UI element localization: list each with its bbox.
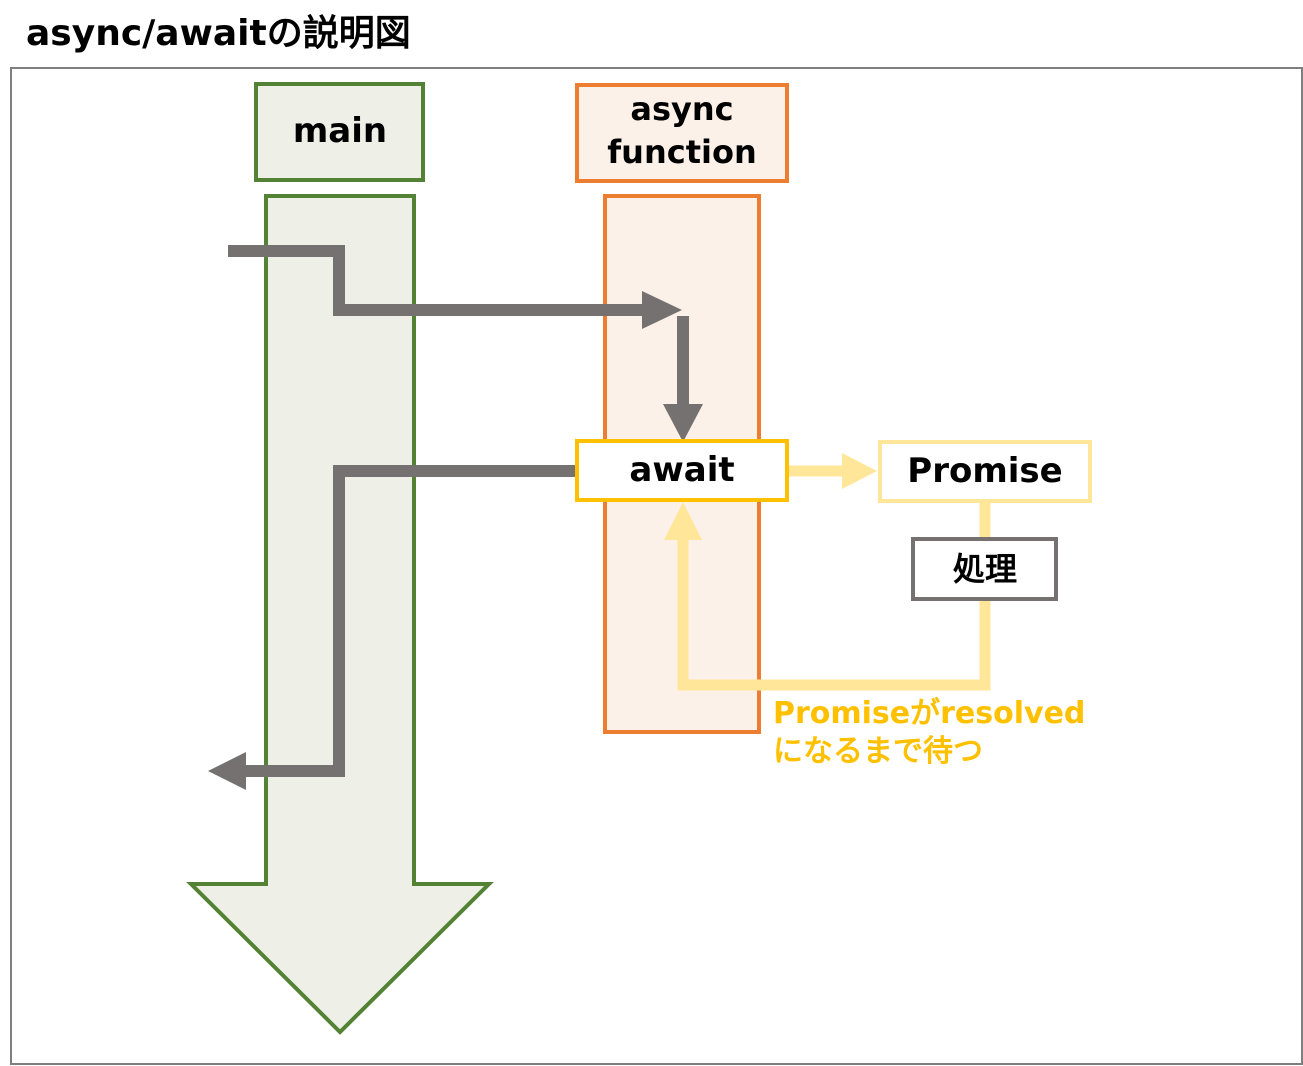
return-arrow-head [208, 752, 246, 790]
promise-label: Promise [907, 451, 1062, 491]
promise-box [878, 440, 1092, 503]
process-box [911, 537, 1058, 601]
await-label: await [629, 450, 734, 490]
page-title: async/awaitの説明図 [26, 13, 411, 54]
promise-arrow-head [842, 453, 877, 489]
main-header-box [254, 82, 425, 182]
down-arrow-head [663, 404, 703, 442]
return-arrow-line [244, 465, 578, 777]
note-line-1: Promiseがresolved [773, 696, 1085, 731]
resolve-arrow-head [664, 502, 702, 540]
async-label: async [630, 90, 733, 128]
main-label: main [293, 111, 387, 151]
note-line-2: になるまで待つ [773, 734, 983, 769]
call-arrow-line [228, 245, 646, 316]
process-label: 処理 [953, 550, 1017, 588]
await-box [575, 439, 789, 502]
call-arrow-head [642, 291, 682, 329]
async-function-header-box [575, 83, 789, 183]
function-label: function [607, 133, 756, 171]
